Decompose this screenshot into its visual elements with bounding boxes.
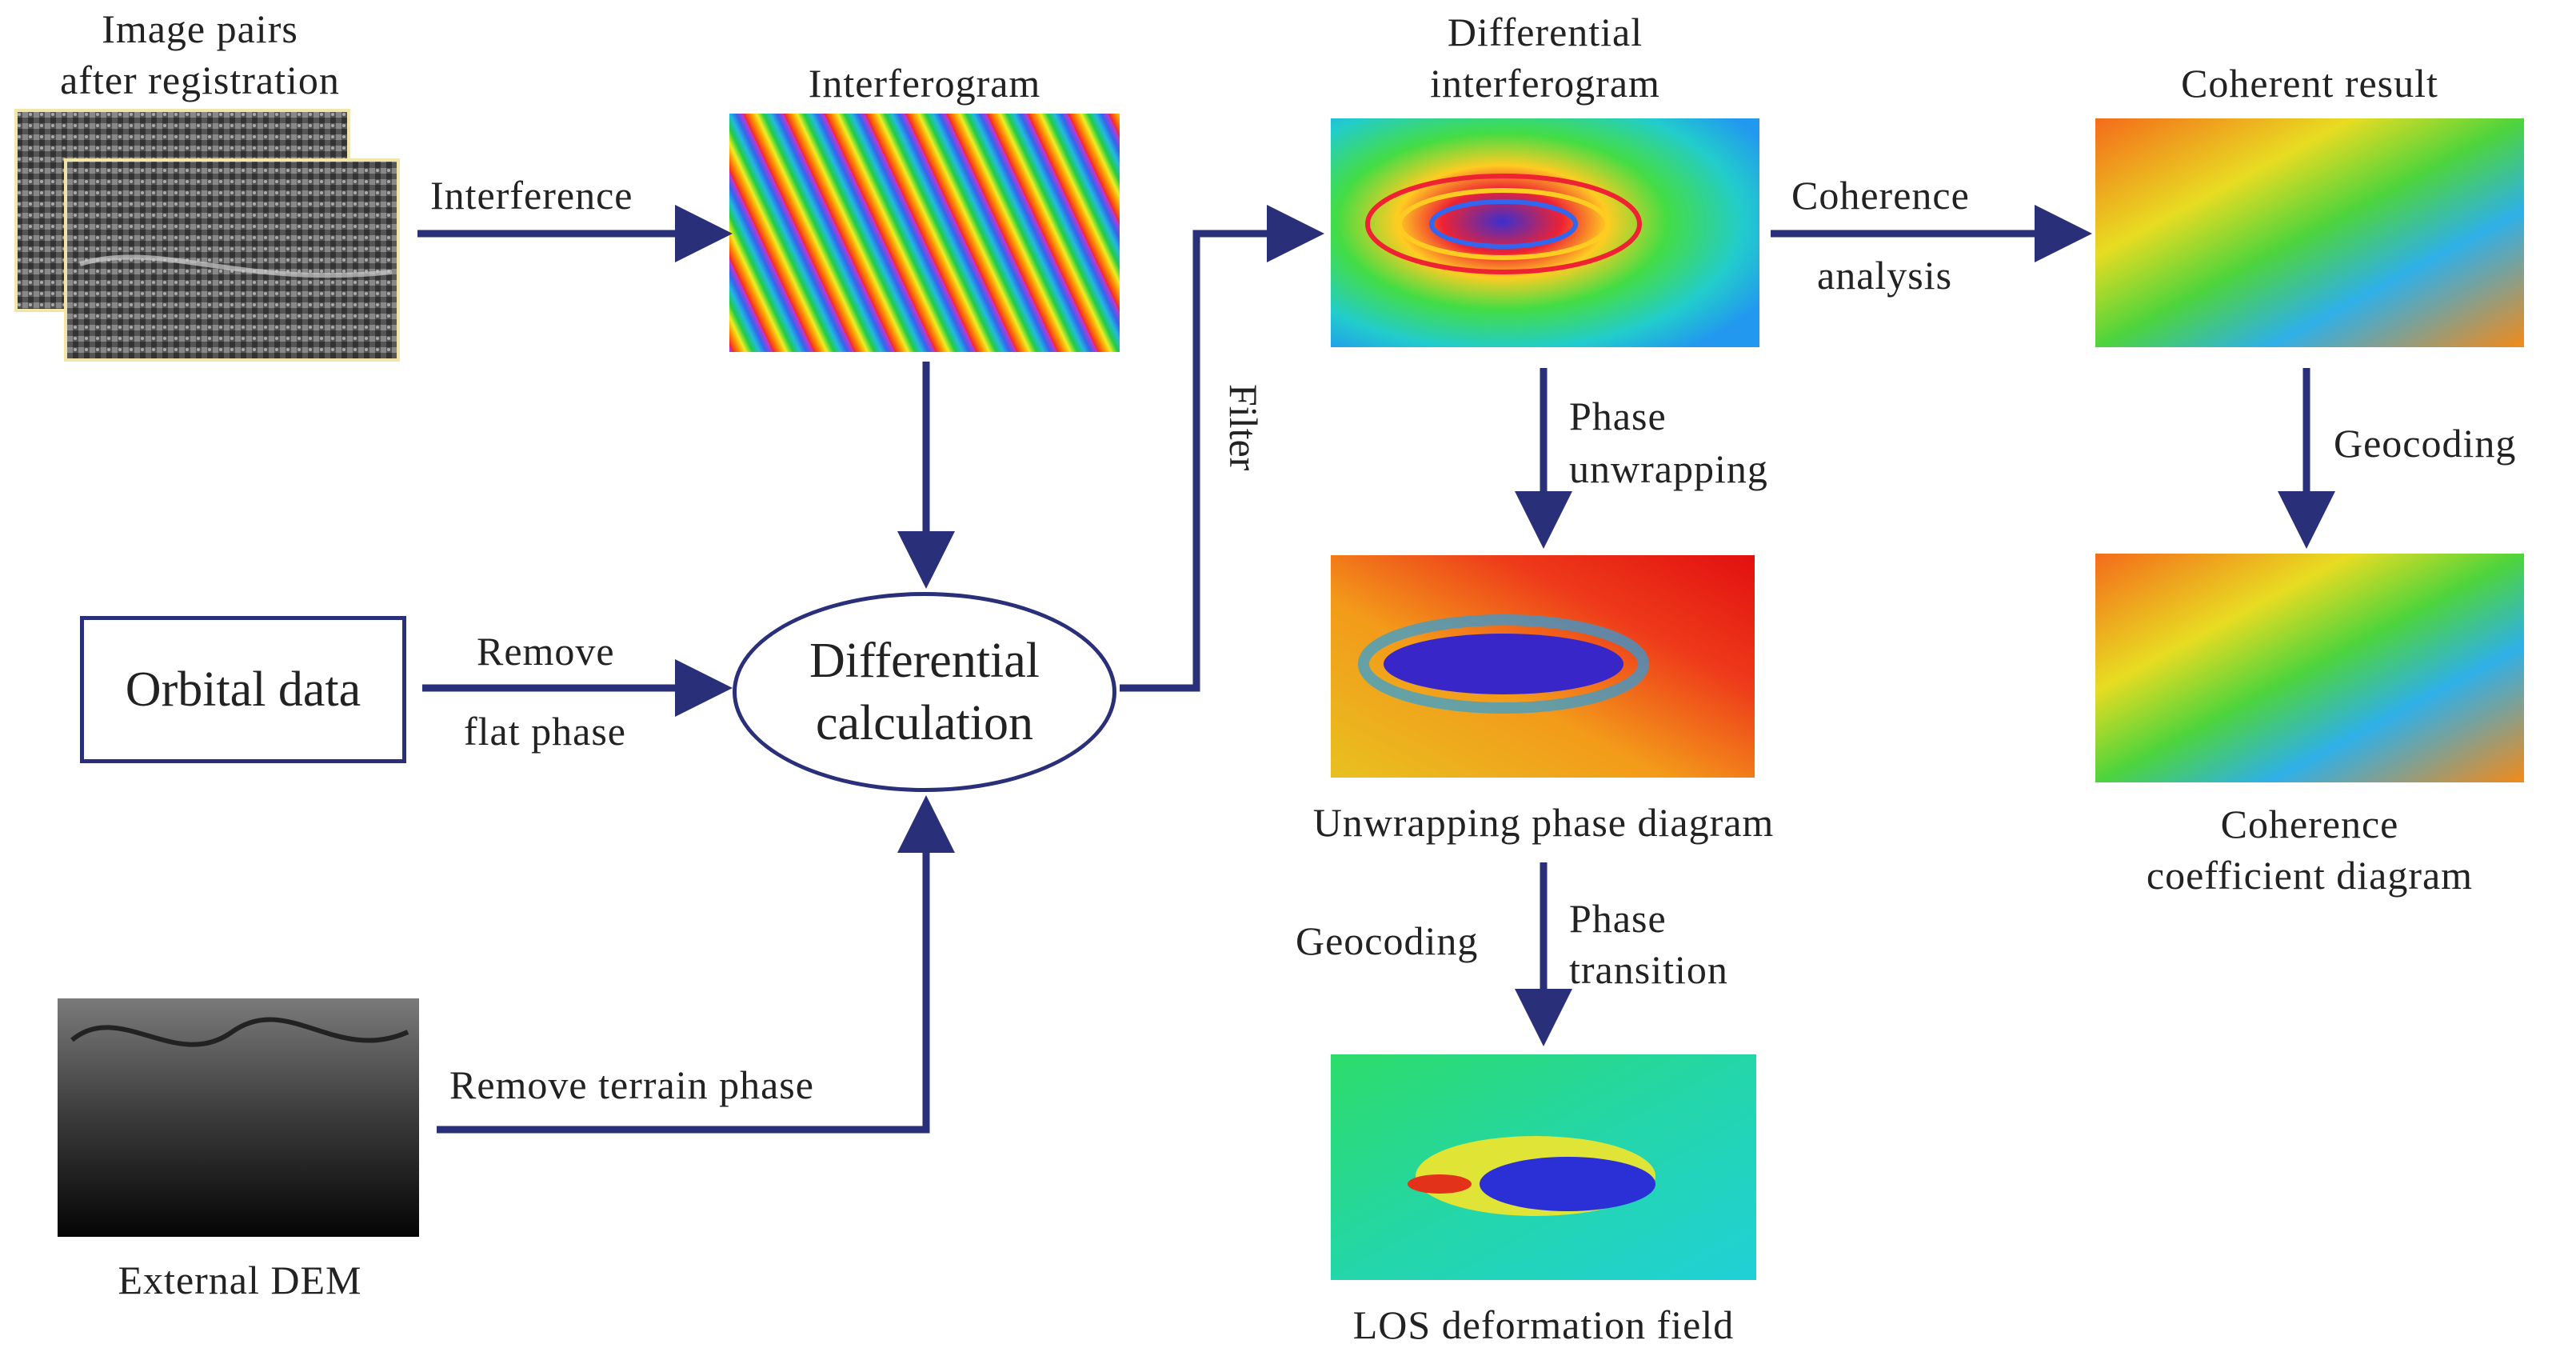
orbital-data-label: Orbital data: [125, 662, 361, 717]
los-deformation-title: LOS deformation field: [1352, 1302, 1735, 1347]
interferogram-title: Interferogram: [808, 61, 1041, 106]
los-deformation-image: [1331, 1054, 1756, 1280]
interference-label: Interference: [430, 173, 633, 218]
differential-calculation-line2: calculation: [816, 696, 1033, 750]
geocoding-left-label: Geocoding: [1296, 918, 1479, 963]
interferogram-image: [729, 114, 1120, 352]
differential-calculation-line1: Differential: [809, 634, 1040, 688]
coherence-coefficient-title-line1: Coherence: [2220, 802, 2399, 846]
unwrapping-phase-diagram-title: Unwrapping phase diagram: [1312, 800, 1775, 845]
phase-transition-label-line2: transition: [1569, 947, 1728, 992]
orbital-data-box: Orbital data: [80, 616, 406, 763]
remove-label: Remove: [477, 629, 615, 674]
external-dem-image: [58, 998, 419, 1237]
flat-phase-label: flat phase: [464, 709, 626, 754]
phase-unwrapping-label-line1: Phase: [1569, 394, 1667, 438]
coherence-coefficient-title-line2: coefficient diagram: [2146, 853, 2474, 898]
phase-unwrapping-label-line2: unwrapping: [1569, 446, 1768, 491]
differential-calculation-node: Differential calculation: [733, 592, 1116, 792]
coherent-result-image: [2095, 118, 2524, 347]
image-pairs-label-line2: after registration: [60, 58, 340, 102]
image-pairs-label-line1: Image pairs: [102, 6, 298, 51]
unwrapping-phase-image: [1331, 555, 1755, 778]
coherent-result-title: Coherent result: [2181, 61, 2438, 106]
differential-interferogram-image: [1331, 118, 1759, 347]
external-dem-title: External DEM: [118, 1258, 362, 1302]
remove-terrain-phase-label: Remove terrain phase: [449, 1062, 814, 1107]
phase-transition-label-line1: Phase: [1569, 896, 1667, 941]
filter-label: Filter: [1221, 384, 1266, 471]
coherence-label: Coherence: [1791, 173, 1970, 218]
coherence-coefficient-image: [2095, 554, 2524, 782]
differential-interferogram-title-line1: Differential: [1447, 10, 1643, 54]
analysis-label: analysis: [1817, 253, 1953, 298]
differential-interferogram-title-line2: interferogram: [1430, 61, 1660, 106]
geocoding-right-label: Geocoding: [2334, 421, 2517, 466]
flow-arrows: [417, 205, 2335, 1134]
sar-image-pair: [14, 109, 400, 362]
